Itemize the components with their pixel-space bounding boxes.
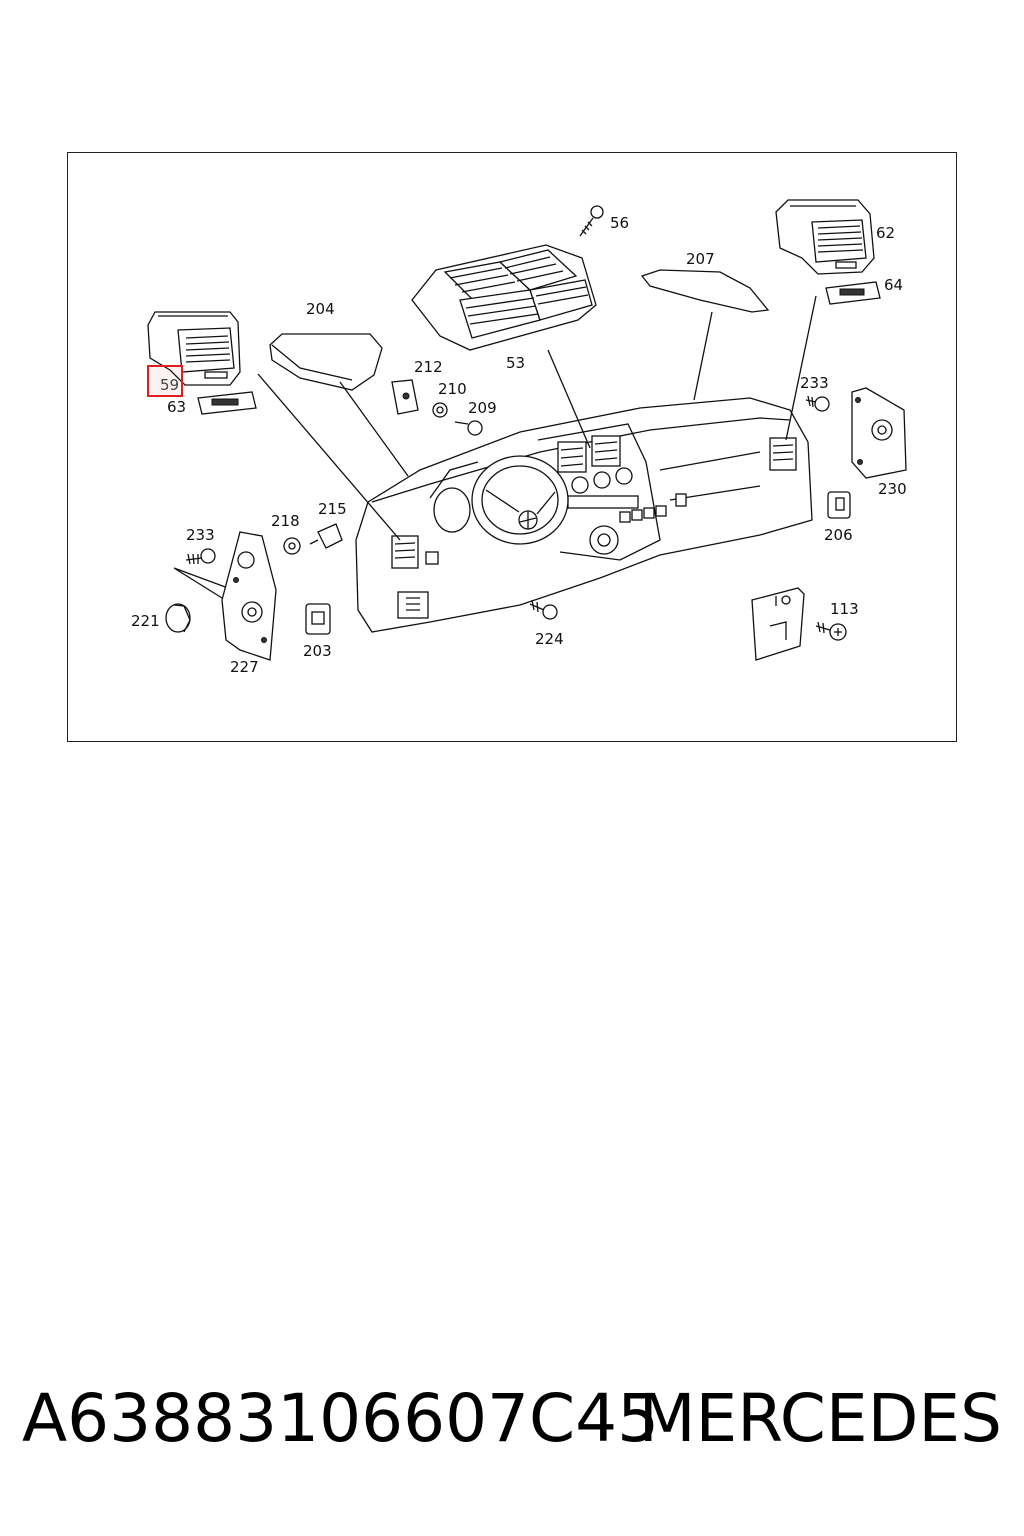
clip-203[interactable] bbox=[305, 603, 331, 635]
callout-207[interactable]: 207 bbox=[686, 250, 715, 268]
clip-215[interactable] bbox=[309, 523, 343, 549]
left-side-air-vent[interactable] bbox=[147, 311, 257, 415]
callout-209[interactable]: 209 bbox=[468, 399, 497, 417]
callout-113[interactable]: 113 bbox=[830, 600, 859, 618]
callout-233-right[interactable]: 233 bbox=[800, 374, 829, 392]
control-module[interactable] bbox=[751, 587, 805, 661]
callout-203[interactable]: 203 bbox=[303, 642, 332, 660]
washer-210[interactable] bbox=[432, 402, 448, 418]
bracket-227[interactable] bbox=[221, 531, 277, 661]
leader-lines bbox=[173, 295, 817, 599]
bolt-224[interactable] bbox=[529, 599, 558, 620]
cover-panel-207[interactable] bbox=[640, 269, 770, 313]
cap-221[interactable] bbox=[165, 603, 191, 633]
screw-113[interactable] bbox=[815, 621, 847, 641]
clip-212[interactable] bbox=[391, 379, 419, 415]
callout-53[interactable]: 53 bbox=[506, 354, 525, 372]
bracket-230[interactable] bbox=[851, 387, 907, 479]
callout-210[interactable]: 210 bbox=[438, 380, 467, 398]
callout-221[interactable]: 221 bbox=[131, 612, 160, 630]
callout-206[interactable]: 206 bbox=[824, 526, 853, 544]
callout-62[interactable]: 62 bbox=[876, 224, 895, 242]
cover-panel-204[interactable] bbox=[269, 333, 383, 391]
washer-218[interactable] bbox=[283, 537, 301, 555]
bolt-233-right[interactable] bbox=[805, 395, 830, 412]
screw-56[interactable] bbox=[579, 205, 604, 237]
parts-diagram-frame bbox=[67, 152, 957, 742]
footer: A63883106607C45 MERCEDES bbox=[0, 1380, 1024, 1470]
callout-204[interactable]: 204 bbox=[306, 300, 335, 318]
center-air-vent[interactable] bbox=[411, 244, 597, 351]
bolt-209[interactable] bbox=[454, 420, 483, 436]
callout-59[interactable]: 59 bbox=[160, 376, 179, 394]
highlight-box-59 bbox=[147, 365, 183, 397]
brand-name: MERCEDES bbox=[638, 1380, 1002, 1457]
dashboard-assembly bbox=[355, 397, 813, 633]
callout-212[interactable]: 212 bbox=[414, 358, 443, 376]
parts-diagram: 56 207 62 64 204 53 212 210 209 59 63 23… bbox=[131, 199, 907, 676]
callout-215[interactable]: 215 bbox=[318, 500, 347, 518]
callout-230[interactable]: 230 bbox=[878, 480, 907, 498]
callout-227[interactable]: 227 bbox=[230, 658, 259, 676]
callout-233-left[interactable]: 233 bbox=[186, 526, 215, 544]
callout-63[interactable]: 63 bbox=[167, 398, 186, 416]
callout-224[interactable]: 224 bbox=[535, 630, 564, 648]
clip-206[interactable] bbox=[827, 491, 851, 519]
bolt-233-left[interactable] bbox=[185, 548, 216, 565]
right-side-air-vent[interactable] bbox=[775, 199, 881, 305]
callout-56[interactable]: 56 bbox=[610, 214, 629, 232]
part-number: A63883106607C45 bbox=[22, 1380, 660, 1457]
callout-218[interactable]: 218 bbox=[271, 512, 300, 530]
callout-64[interactable]: 64 bbox=[884, 276, 903, 294]
